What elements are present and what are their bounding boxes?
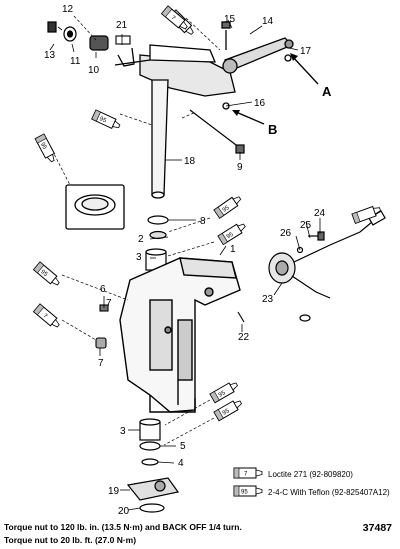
sealant-tube-10: 7 <box>161 5 190 33</box>
callout-7-upper: 7 <box>106 298 112 309</box>
tube-code: 95 <box>98 116 107 125</box>
callout-17: 17 <box>300 46 312 57</box>
tube-code: 95 <box>218 390 227 399</box>
callout-3-lower: 3 <box>120 426 126 437</box>
sealant-tube-3: 95 <box>34 133 58 164</box>
tube-code: 7 <box>170 15 177 22</box>
legend-tube-1: 7 <box>233 467 263 479</box>
pivot-tube-18 <box>65 79 169 230</box>
sealant-tube-4: 95 <box>213 193 244 219</box>
callout-26: 26 <box>280 228 292 239</box>
arrow-label-b: B <box>268 122 277 137</box>
legend-code: 7 <box>244 472 248 478</box>
arrow-label-a: A <box>322 84 332 99</box>
tube-code: 95 <box>222 408 231 417</box>
tube-code: 95 <box>39 269 48 278</box>
callout-14: 14 <box>262 16 274 27</box>
tie-bolt-9 <box>189 109 245 154</box>
callout-24: 24 <box>314 208 326 219</box>
callout-21: 21 <box>116 20 128 31</box>
callout-25: 25 <box>300 220 312 231</box>
callout-numbers: 1 2 3 4 5 6 7 8 9 10 11 12 13 14 15 16 1… <box>44 4 332 517</box>
torque-note-2: Torque nut to 20 lb. ft. (27.0 N·m) <box>4 535 137 545</box>
callout-1: 1 <box>230 244 236 255</box>
tube-code: 95 <box>222 205 231 214</box>
callout-20: 20 <box>118 506 130 517</box>
callout-5: 5 <box>180 441 186 452</box>
callout-2: 2 <box>138 234 144 245</box>
callout-9: 9 <box>237 162 243 173</box>
arrow-b <box>232 110 265 125</box>
callout-22: 22 <box>238 332 250 343</box>
swivel-bracket-1 <box>119 257 241 413</box>
callout-18: 18 <box>184 156 196 167</box>
sealant-tube-5: 95 <box>217 220 248 245</box>
leader-lines <box>49 19 321 511</box>
tube-code: 95 <box>39 142 48 151</box>
callout-19: 19 <box>108 486 120 497</box>
sealant-tube-2: 95 <box>91 109 122 132</box>
legend-text-loctite: Loctite 271 (92-809820) <box>268 470 353 479</box>
callout-8: 8 <box>200 216 206 227</box>
callout-13: 13 <box>44 50 56 61</box>
sealant-tube-7: 7 <box>33 303 62 331</box>
callout-15: 15 <box>224 14 236 25</box>
arrow-a <box>290 53 319 85</box>
legend-text-grease: 2-4-C With Teflon (92-825407A12) <box>268 488 390 497</box>
callout-7: 7 <box>98 358 104 369</box>
callout-16: 16 <box>254 98 266 109</box>
callout-12: 12 <box>62 4 74 15</box>
callout-10: 10 <box>88 65 100 76</box>
drawing-number: 37487 <box>362 522 392 534</box>
sealant-tube-9: 95 <box>213 397 244 422</box>
callout-3: 3 <box>136 252 142 263</box>
callout-4: 4 <box>178 458 184 469</box>
callout-6: 6 <box>100 284 106 295</box>
bushing-stack-upper <box>145 215 169 271</box>
sealant-tube-8: 95 <box>209 379 240 404</box>
tube-code: 7 <box>42 313 49 320</box>
legend-code: 95 <box>241 490 248 496</box>
steering-arm-assembly <box>114 21 294 110</box>
lower-bushing-stack <box>126 418 180 513</box>
callout-23: 23 <box>262 294 274 305</box>
torque-note-1: Torque nut to 120 lb. in. (13.5 N·m) and… <box>4 522 242 532</box>
sensor-assembly <box>268 210 386 322</box>
grease-lines <box>51 15 221 446</box>
legend-tube-2: 95 <box>233 485 263 497</box>
pivot-cap-group <box>47 21 109 51</box>
tube-code: 95 <box>226 231 235 240</box>
sealant-tube-6: 95 <box>33 261 62 289</box>
callout-11: 11 <box>70 56 81 67</box>
